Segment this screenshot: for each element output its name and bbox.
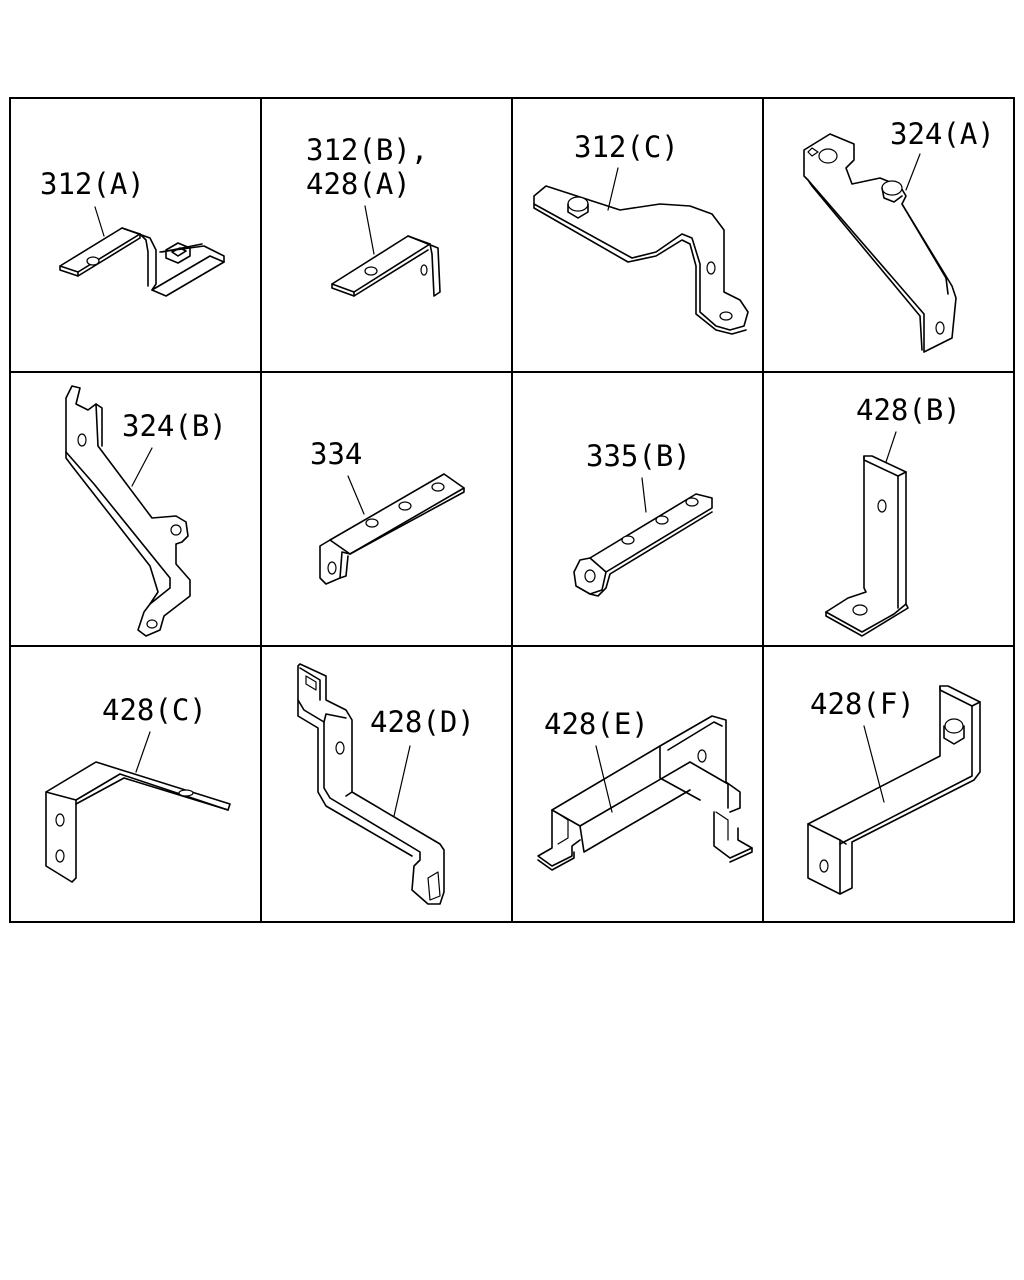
part-428e-cell[interactable]: 428(E) [537,707,753,871]
leader-line [905,153,921,191]
leader-line [135,731,151,773]
part-312b-428a-cell[interactable]: 312(B), 428(A) [306,133,441,297]
part-312c-label: 312(C) [574,130,679,164]
part-428f-label: 428(F) [810,687,915,721]
part-428f-drawing [807,685,981,895]
part-324b-cell[interactable]: 324(B) [65,385,227,637]
leader-line [393,745,411,817]
leader-line [885,431,897,463]
part-312b-drawing [331,235,441,297]
part-428b-drawing [825,455,909,637]
part-335b-drawing [573,493,713,597]
leader-line [94,206,105,237]
part-334-label: 334 [310,437,362,471]
part-335b-cell[interactable]: 335(B) [573,439,713,597]
leader-line [607,167,619,211]
leader-line [131,447,153,487]
part-428d-cell[interactable]: 428(D) [297,663,475,905]
part-428c-cell[interactable]: 428(C) [45,693,231,883]
part-312a-label: 312(A) [40,167,145,201]
leader-line [641,477,647,513]
part-312b-label: 312(B), [306,133,428,167]
part-428c-label: 428(C) [102,693,207,727]
parts-grid [9,97,1015,923]
part-428e-label: 428(E) [544,707,649,741]
part-335b-label: 335(B) [586,439,691,473]
part-428c-drawing [45,761,231,883]
part-428b-label: 428(B) [856,393,961,427]
leader-line [364,205,375,255]
part-312c-drawing [533,185,749,335]
part-312c-cell[interactable]: 312(C) [533,130,749,335]
part-312a-drawing [59,227,225,297]
part-324a-cell[interactable]: 324(A) [803,117,995,353]
part-428e-drawing [537,715,753,871]
leader-line [347,475,365,515]
part-334-drawing [319,473,465,585]
part-324b-drawing [65,385,191,637]
part-312a-cell[interactable]: 312(A) [40,167,225,297]
part-428d-label: 428(D) [370,705,475,739]
part-428f-cell[interactable]: 428(F) [807,685,981,895]
part-334-cell[interactable]: 334 [310,437,465,585]
part-428d-drawing [297,663,445,905]
part-324b-label: 324(B) [122,409,227,443]
part-324a-label: 324(A) [890,117,995,151]
leader-line [863,725,885,803]
part-428a-label: 428(A) [306,167,411,201]
part-324a-drawing [803,133,957,353]
part-428b-cell[interactable]: 428(B) [825,393,961,637]
